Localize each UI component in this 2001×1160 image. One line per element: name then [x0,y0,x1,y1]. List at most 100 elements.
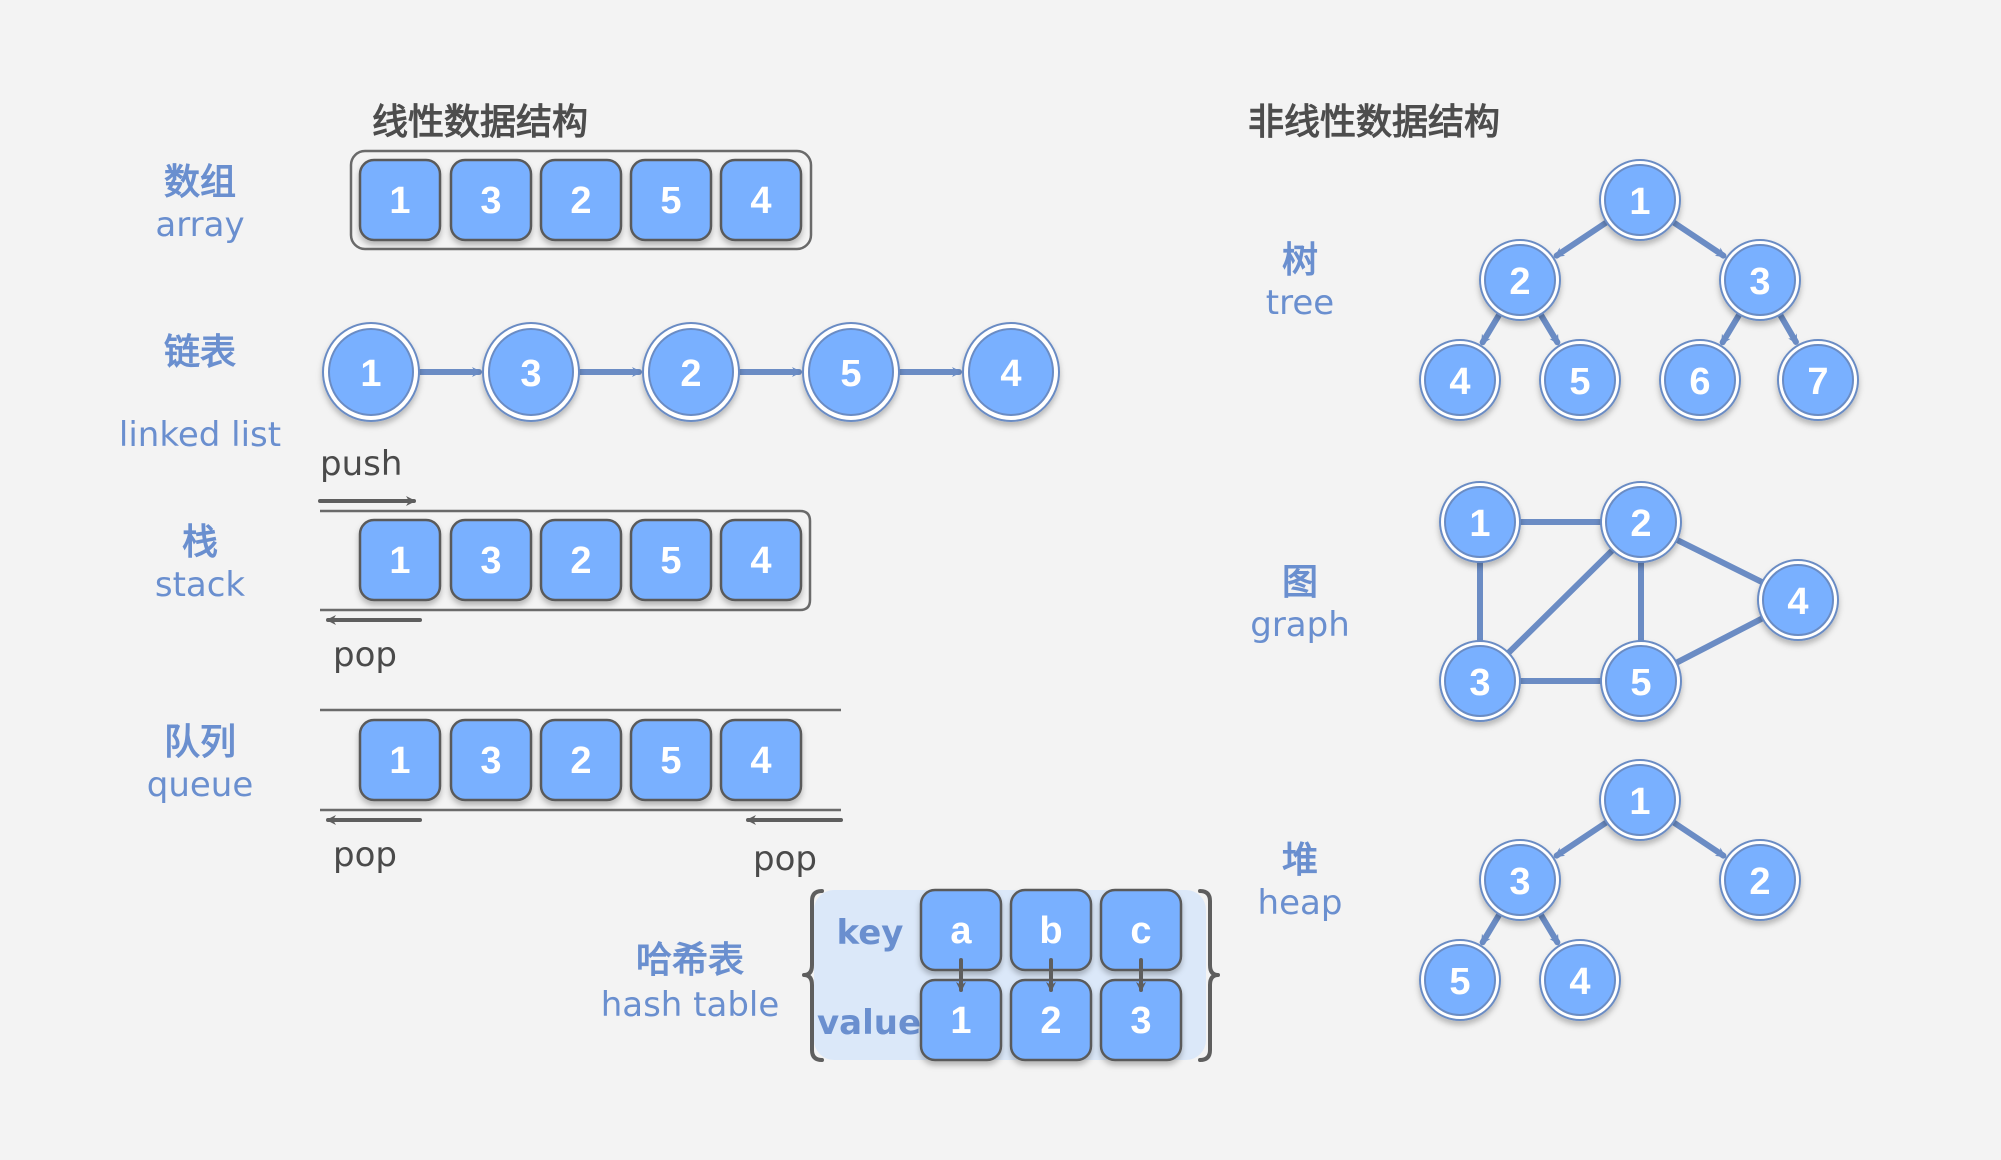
tree-edge [1777,311,1799,345]
heap-node: 3 [1479,839,1561,921]
heap-node-value: 4 [1569,961,1590,1003]
graph-node-value: 5 [1630,662,1651,704]
queue-cell-value: 2 [570,740,591,782]
queue-cell: 1 [358,718,442,802]
hash-key-cell-value: b [1039,910,1062,952]
stack-pop-label: pop [333,635,397,675]
heap-edge [1553,819,1610,859]
stack-label-en: stack [155,565,246,605]
array-cell-box [629,158,713,242]
hash-key-cell: c [1099,888,1183,972]
tree-node-fill [1724,244,1796,316]
array-cell-value: 1 [389,180,410,222]
array-cell-value: 2 [570,180,591,222]
hash-value-cell: 2 [1009,978,1093,1062]
heap-node-fill [1604,764,1676,836]
stack-cell-value: 5 [660,540,681,582]
array-cell-box [539,158,623,242]
array-cell: 2 [539,158,623,242]
queue-cell: 5 [629,718,713,802]
array-container [349,149,813,251]
tree-node-value: 1 [1629,181,1650,223]
queue-cell-box [629,718,713,802]
stack-cell-value: 2 [570,540,591,582]
heap-node-fill [1424,944,1496,1016]
graph-label: 图 graph [1250,562,1350,645]
graph-label-en: graph [1250,605,1350,645]
tree-node: 2 [1479,239,1561,321]
linked-list-node-value: 4 [1000,353,1021,395]
nonlinear-title: 非线性数据结构 [1248,102,1500,143]
array-label-en: array [155,205,244,245]
stack-container [320,509,812,612]
linked-list-node: 1 [322,322,420,422]
stack-label-cn: 栈 [182,522,218,563]
linked-list-node: 3 [482,322,580,422]
heap-edge [1537,911,1561,946]
graph-node-fill [1762,564,1834,636]
graph-node-value: 3 [1469,662,1490,704]
stack-cell-box [449,518,533,602]
queue-cell-box [719,718,803,802]
heap-label-en: heap [1258,883,1343,923]
graph-node: 2 [1600,481,1682,563]
push-label: push [320,444,402,484]
linked-list-node-fill [488,328,574,416]
array-cell: 5 [629,158,713,242]
array-cell-box [449,158,533,242]
queue-cell-box [449,718,533,802]
tree-edge [1537,311,1561,346]
stack-cell-value: 1 [389,540,410,582]
tree-node: 5 [1539,339,1621,421]
tree-node-fill [1782,344,1854,416]
queue-cell-value: 4 [750,740,771,782]
queue-cell-box [358,718,442,802]
linked-list-node: 5 [802,322,900,422]
heap-node-fill [1544,944,1616,1016]
array-cell: 4 [719,158,803,242]
tree-edge [1553,219,1610,259]
hash-key-cell-value: a [950,910,972,952]
graph-nodes: 1 2 3 4 5 [1439,481,1839,722]
hash-value-cell: 3 [1099,978,1183,1062]
graph-node-value: 4 [1787,581,1808,623]
array-cell: 3 [449,158,533,242]
array-label: 数组 array [155,162,244,245]
graph-edge [1673,615,1766,666]
heap-node-value: 3 [1509,861,1530,903]
tree-node-value: 5 [1569,361,1590,403]
heap-node: 2 [1719,839,1801,921]
hash-arrows [956,958,1146,992]
tree-edge [1670,219,1727,259]
queue-cell-value: 5 [660,740,681,782]
stack-label: 栈 stack [155,522,246,605]
graph-node-value: 1 [1469,503,1490,545]
hash-table-label-en: hash table [601,985,780,1025]
graph-node-fill [1605,486,1677,558]
linked-list-node-fill [328,328,414,416]
heap-node: 1 [1599,759,1681,841]
stack-cell: 3 [449,518,533,602]
stack-cell-value: 4 [750,540,771,582]
tree-node-fill [1604,164,1676,236]
stack-cell-box [539,518,623,602]
stack-cell-box [719,518,803,602]
stack-cell-box [629,518,713,602]
tree-node: 4 [1419,339,1501,421]
heap-edge [1670,819,1727,859]
graph-node-fill [1444,486,1516,558]
hash-value-cell-value: 2 [1040,1000,1061,1042]
tree-node-fill [1484,244,1556,316]
array-label-cn: 数组 [164,162,236,203]
queue-label-en: queue [147,765,254,805]
heap-edge [1479,911,1503,946]
graph-label-cn: 图 [1282,562,1318,603]
heap-label: 堆 heap [1258,840,1343,923]
